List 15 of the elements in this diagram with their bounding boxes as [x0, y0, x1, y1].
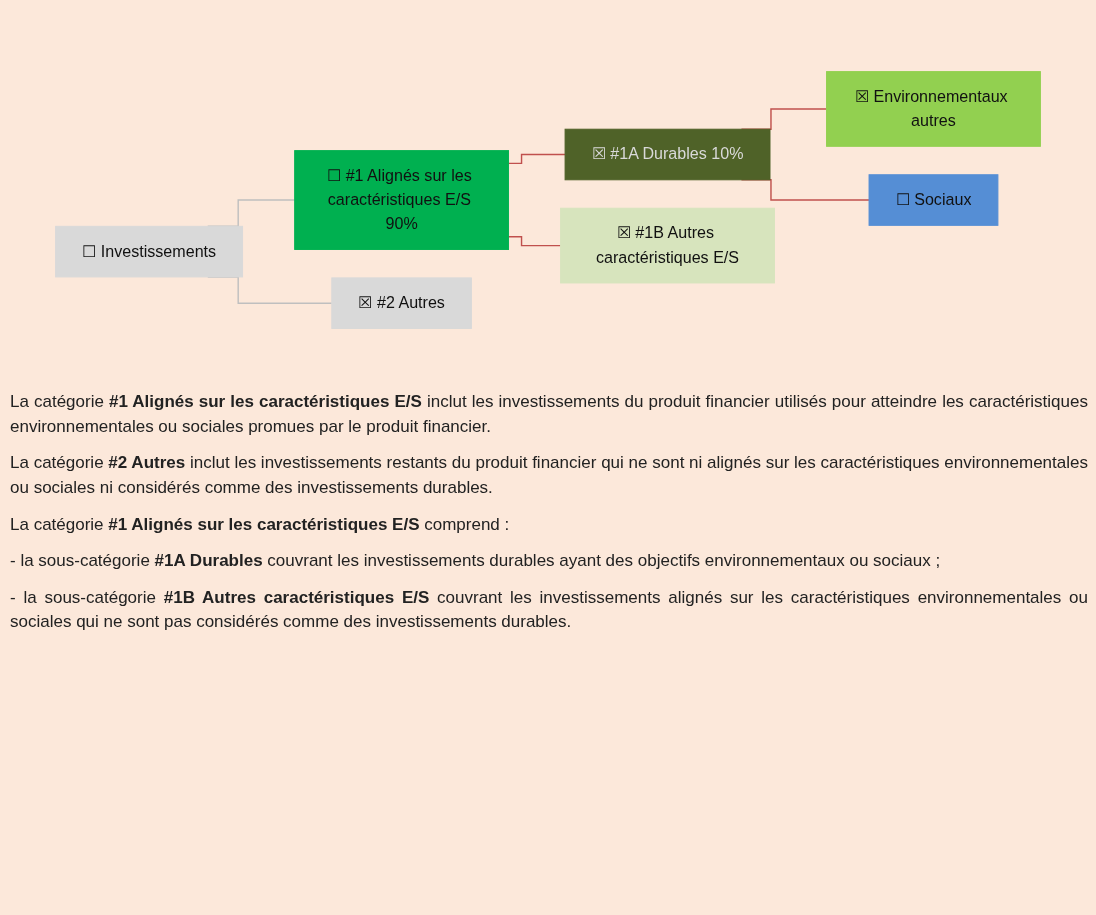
- node-box: [826, 71, 1041, 147]
- node-box: [560, 207, 775, 284]
- paragraph: La catégorie #1 Alignés sur les caractéristiques E/S comprend :: [10, 513, 511, 536]
- paragraph: La catégorie #2 Autres inclut les investissements restants du produit financier qui ne sont ni alignés sur les caractéristiques environnementales ou sociales ni considérés comme des investissements durables.: [10, 452, 1088, 499]
- node-box: [868, 174, 999, 226]
- paragraph: - la sous-catégorie #1B Autres caractéristiques E/S couvrant les investissements alignés sur les caractéristiques environnementales ou sociales qui ne sont pas considérés comme des investissements durables.: [10, 586, 1088, 634]
- connector: [507, 153, 566, 165]
- node-box: [294, 150, 509, 250]
- paragraph: La catégorie #1 Alignés sur les caractéristiques E/S inclut les investissements du produit financier utilisés pour atteindre les caractéristiques environnementales ou sociales promues par le produit financier.: [10, 391, 1088, 438]
- diagram-drawing: ☐ Investissements ☐ #1 Alignés sur les caractéristiques E/S 90% ☒ #2 Autres ☒ #1A Durables 10% ☒ #1B Autres caractéristiques E/S ☒ Environnementaux autres ☐ Sociaux: [48, 63, 1048, 337]
- paragraph: - la sous-catégorie #1A Durables couvrant les investissements durables ayant des objectifs environnementaux ou sociaux ;: [10, 550, 942, 573]
- node-box: [331, 277, 472, 329]
- connector: [507, 235, 562, 247]
- node-box: [564, 128, 771, 181]
- node-box: [55, 225, 244, 278]
